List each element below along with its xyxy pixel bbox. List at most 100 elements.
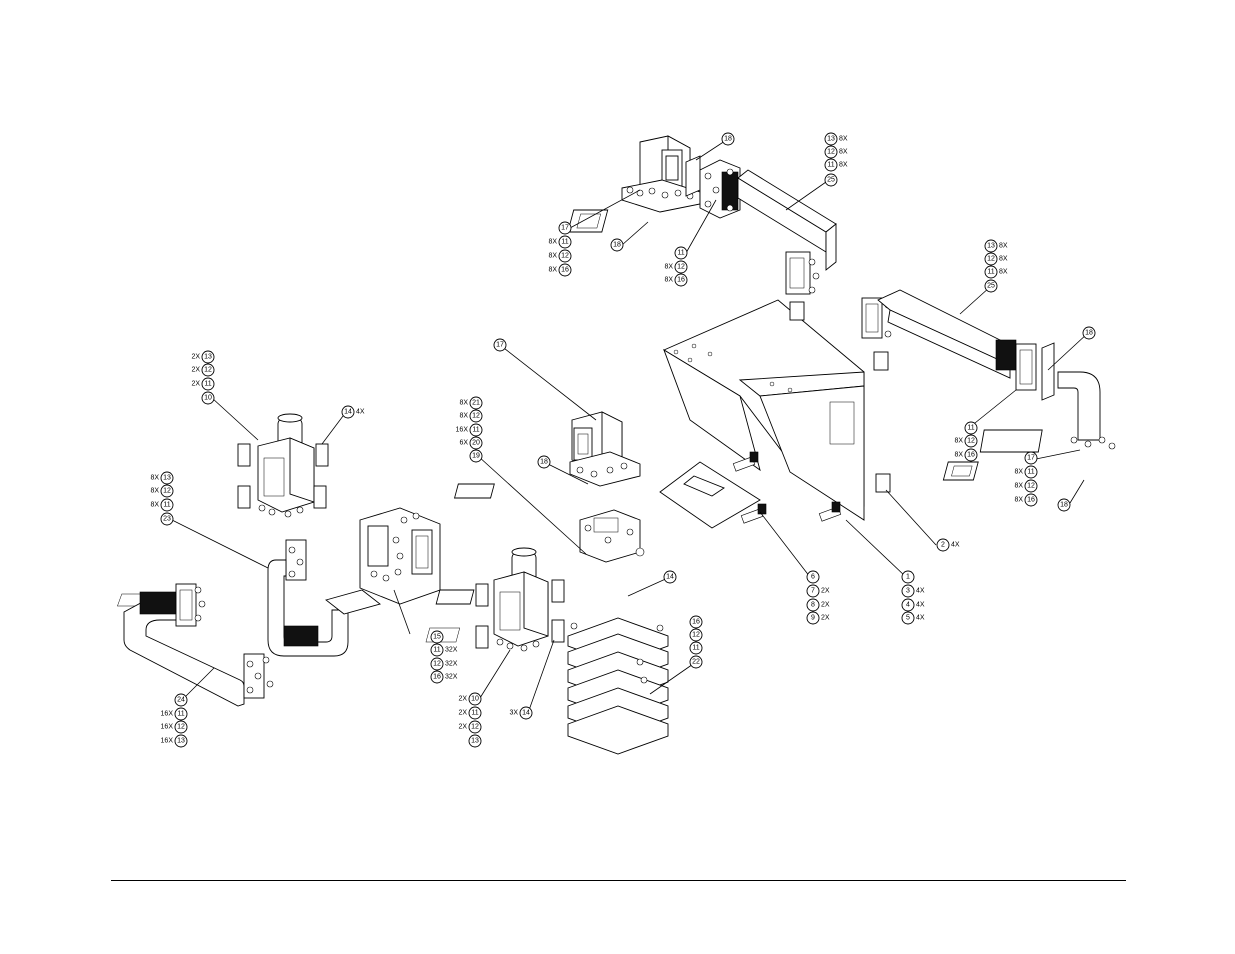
callout-balloon: 15 xyxy=(430,630,444,644)
callout-circle xyxy=(493,338,507,352)
callout-quantity: 32X xyxy=(445,661,458,668)
callout-number: 18 xyxy=(1060,502,1068,509)
callout-number: 17 xyxy=(1027,455,1035,462)
callout-circle xyxy=(469,409,483,423)
callout-balloon: 1 xyxy=(901,570,915,584)
callout-circle xyxy=(519,706,533,720)
callout-number: 8 xyxy=(811,602,815,609)
callout-number: 3 xyxy=(906,588,910,595)
callout-circle xyxy=(469,436,483,450)
callout-quantity: 8X xyxy=(664,277,673,284)
callout-balloon: 11 xyxy=(689,641,703,655)
callout-number: 13 xyxy=(827,136,835,143)
main-frame xyxy=(659,299,891,529)
callout-number: 18 xyxy=(724,136,732,143)
callout-number: 12 xyxy=(163,488,171,495)
callout-quantity: 16X xyxy=(161,724,174,731)
callout-quantity: 8X xyxy=(664,264,673,271)
callout-number: 17 xyxy=(496,342,504,349)
callout-number: 11 xyxy=(163,502,170,509)
callout-circle xyxy=(469,423,483,437)
callout-circle xyxy=(984,252,998,266)
callout-circle xyxy=(689,615,703,629)
callout-circle xyxy=(1057,498,1071,512)
callout-number: 18 xyxy=(613,242,621,249)
callout-number: 12 xyxy=(433,661,441,668)
callout-quantity: 6X xyxy=(459,440,468,447)
callout-number: 21 xyxy=(472,400,480,407)
callout-circle xyxy=(824,132,838,146)
left-long-waveguide xyxy=(123,583,274,707)
callout-number: 11 xyxy=(433,647,440,654)
callout-number: 11 xyxy=(967,425,974,432)
callout-number: 12 xyxy=(967,438,975,445)
callout-quantity: 2X xyxy=(191,381,200,388)
callout-number: 24 xyxy=(177,697,185,704)
callout-circle xyxy=(174,720,188,734)
callout-quantity: 4X xyxy=(916,588,925,595)
callout-balloon: 18 xyxy=(1082,326,1096,340)
callout-balloon: 23 xyxy=(160,512,174,526)
callout-number: 10 xyxy=(204,395,212,402)
callout-circle xyxy=(663,570,677,584)
callout-number: 12 xyxy=(177,724,185,731)
callout-circle xyxy=(689,628,703,642)
callout-balloon: 17 xyxy=(493,338,507,352)
callout-quantity: 2X xyxy=(821,602,830,609)
callout-circle xyxy=(824,158,838,172)
callout-quantity: 8X xyxy=(459,413,468,420)
callout-circle xyxy=(430,630,444,644)
callout-quantity: 2X xyxy=(191,367,200,374)
callout-circle xyxy=(1024,479,1038,493)
callout-quantity: 2X xyxy=(191,354,200,361)
callout-circle xyxy=(160,471,174,485)
center-waveguide-switch xyxy=(475,547,565,652)
callout-balloon: 3 4X xyxy=(901,584,925,598)
callout-quantity: 8X xyxy=(150,475,159,482)
callout-number: 23 xyxy=(163,516,171,523)
callout-number: 6 xyxy=(811,574,815,581)
callout-number: 14 xyxy=(344,409,352,416)
callout-circle xyxy=(201,391,215,405)
right-waveguide-assembly xyxy=(861,289,1116,481)
callout-number: 22 xyxy=(692,659,700,666)
callout-number: 16 xyxy=(561,267,569,274)
callout-circle xyxy=(610,238,624,252)
callout-balloon: 18 xyxy=(610,238,624,252)
callout-number: 12 xyxy=(1027,483,1035,490)
callout-circle xyxy=(806,598,820,612)
callout-circle xyxy=(430,670,444,684)
callout-balloon: 8 2X xyxy=(806,598,830,612)
callout-quantity: 4X xyxy=(916,615,925,622)
callout-quantity: 2X xyxy=(458,696,467,703)
callout-circle xyxy=(964,434,978,448)
callout-number: 1 xyxy=(906,574,910,581)
callout-circle xyxy=(341,405,355,419)
callout-balloon: 17 xyxy=(558,221,572,235)
callout-quantity: 2X xyxy=(821,615,830,622)
left-waveguide-switch xyxy=(237,413,329,518)
callout-number: 2 xyxy=(941,542,945,549)
callout-circle xyxy=(469,396,483,410)
callout-number: 11 xyxy=(677,250,684,257)
callout-circle xyxy=(824,145,838,159)
